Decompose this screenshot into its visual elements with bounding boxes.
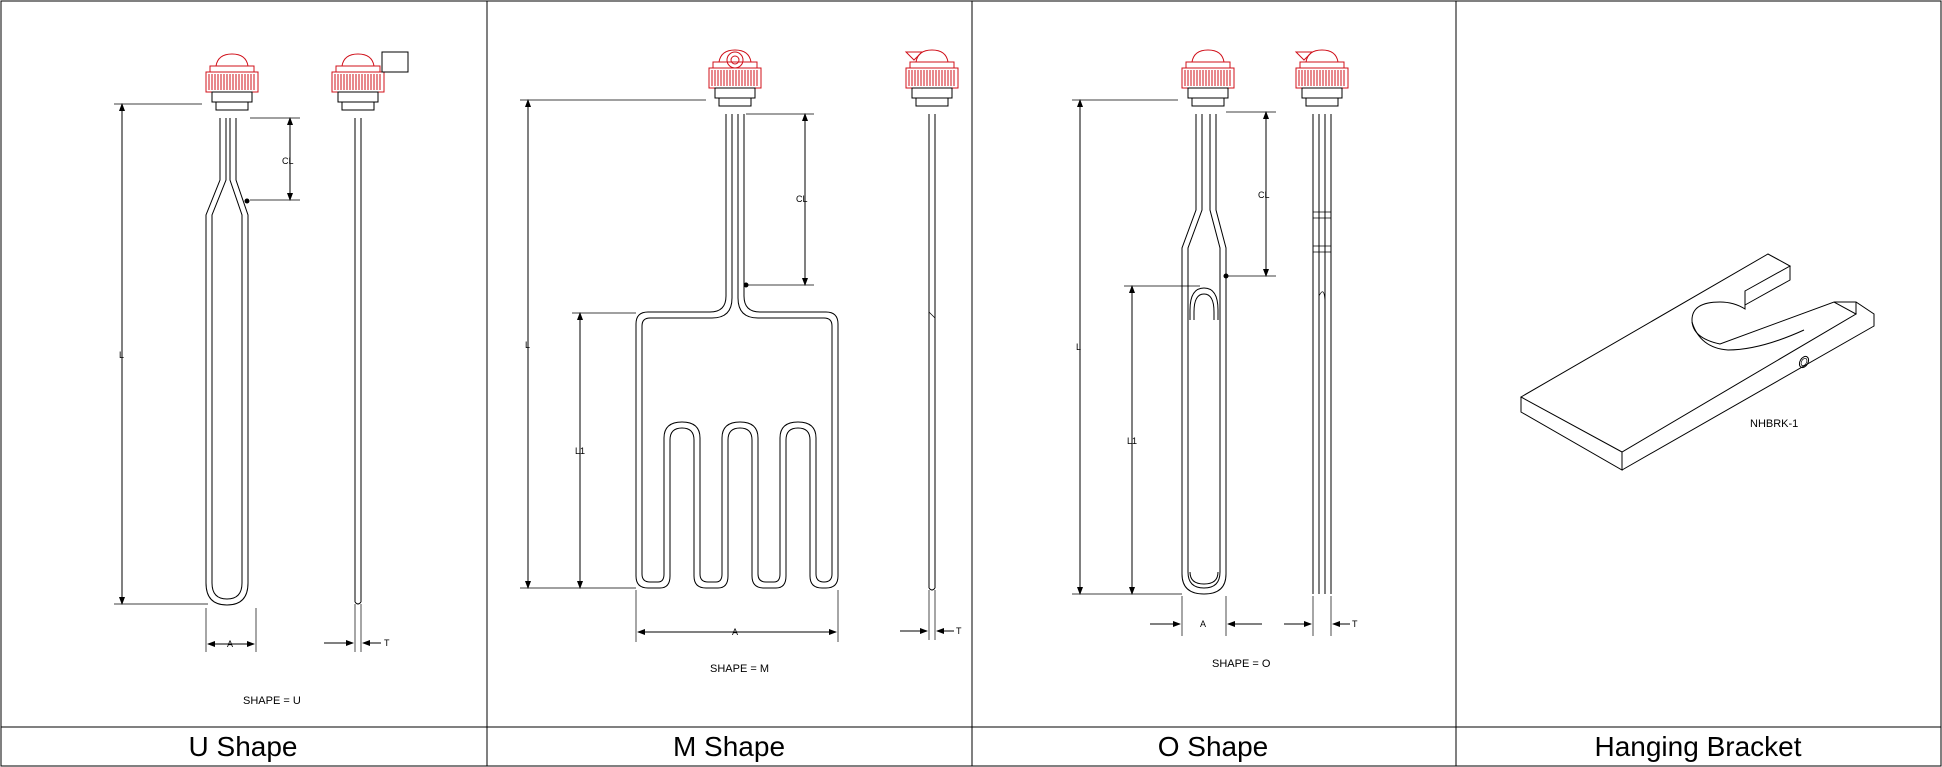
o-shape-front-view: L L1 CL A (1072, 49, 1276, 636)
panel-m-shape: L L1 CL A T (520, 49, 962, 762)
dim-l-label: L (119, 350, 124, 360)
panel-hanging-bracket: NHBRK-1 Hanging Bracket (1519, 253, 1875, 762)
shape-o-label: SHAPE = O (1212, 658, 1271, 670)
dim-a-label: A (732, 627, 738, 637)
terminal-head-front (1181, 49, 1235, 107)
u-shape-front-view: L CL A (114, 53, 300, 652)
dim-cl-label: CL (796, 194, 808, 204)
dim-l-label: L (1076, 342, 1081, 352)
hanging-bracket-drawing (1519, 253, 1875, 471)
shape-m-label: SHAPE = M (710, 663, 769, 675)
panel-title-hanging-bracket: Hanging Bracket (1594, 731, 1801, 762)
part-number-label: NHBRK-1 (1750, 418, 1798, 430)
u-shape-side-view: T (324, 51, 409, 652)
panel-title-u-shape: U Shape (189, 731, 298, 762)
panel-u-shape: L CL A T SHAPE = U U Shape (114, 51, 409, 762)
dim-cl-label: CL (1258, 190, 1270, 200)
dim-a-label: A (1200, 619, 1206, 629)
panel-title-o-shape: O Shape (1158, 731, 1269, 762)
terminal-head-side (905, 49, 959, 107)
dim-l-label: L (525, 340, 530, 350)
terminal-head-side (1295, 49, 1349, 107)
shape-u-label: SHAPE = U (243, 695, 301, 707)
terminal-head-front (708, 49, 762, 107)
dim-l1-label: L1 (575, 446, 585, 456)
m-shape-front-view: L L1 CL A (520, 49, 839, 642)
panel-o-shape: L L1 CL A (1072, 49, 1358, 762)
dim-a-label: A (227, 639, 233, 649)
terminal-head-front (205, 53, 259, 111)
dim-l1-label: L1 (1127, 436, 1137, 446)
dim-t-label: T (956, 626, 962, 636)
o-shape-side-view: T (1284, 49, 1358, 636)
dim-t-label: T (384, 638, 390, 648)
dim-t-label: T (1352, 619, 1358, 629)
dim-cl-label: CL (282, 156, 294, 166)
terminal-head-side (331, 53, 385, 111)
m-shape-side-view: T (900, 49, 962, 640)
panel-title-m-shape: M Shape (673, 731, 785, 762)
